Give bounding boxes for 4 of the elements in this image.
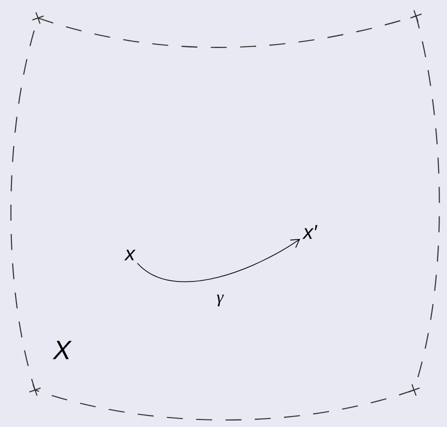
curved-arrow <box>137 238 300 282</box>
point-label: x′ <box>302 225 318 239</box>
edge-label: γ <box>216 294 224 306</box>
point-label: x <box>124 250 136 260</box>
